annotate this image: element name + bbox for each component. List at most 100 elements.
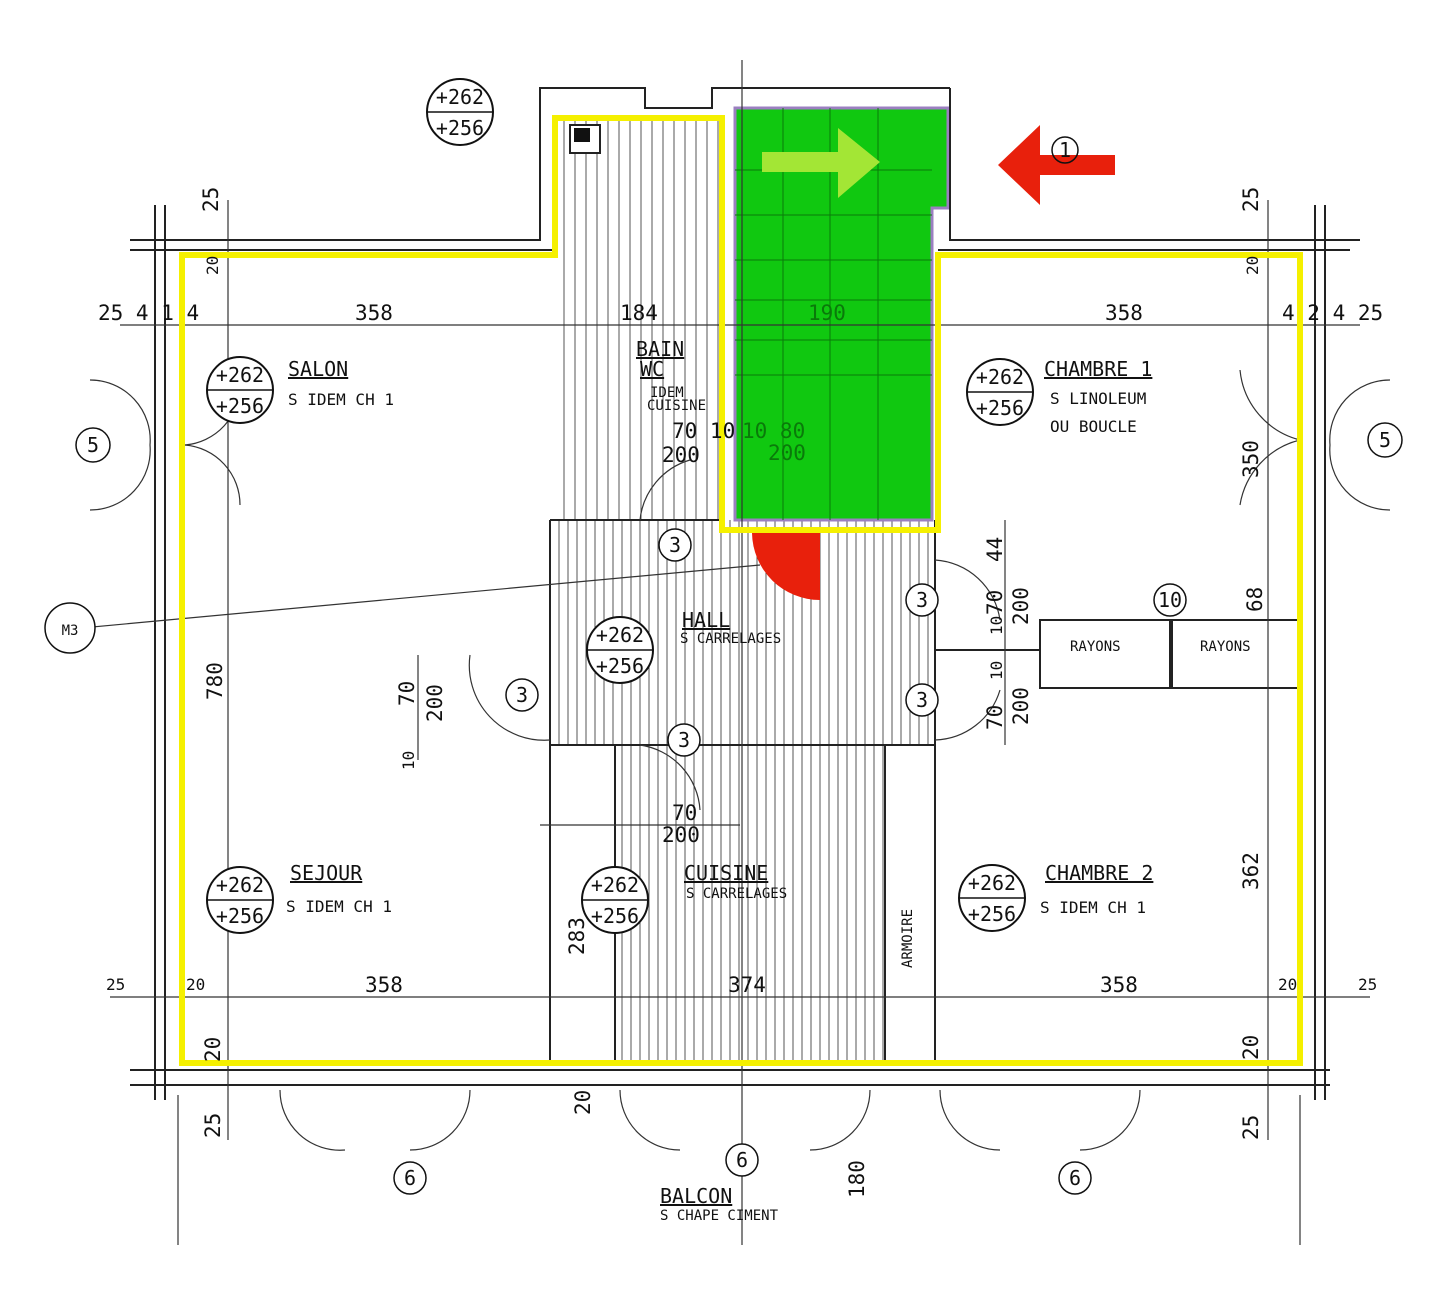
armoire-label: ARMOIRE <box>900 909 916 968</box>
floor-hatching <box>558 118 929 1065</box>
marker-label: 3 <box>669 533 681 557</box>
room-name-chambre1: CHAMBRE 1 <box>1044 357 1152 381</box>
dim-bath-door-h: 200 <box>662 443 700 467</box>
dim-bl-v25: 25 <box>201 1113 225 1138</box>
marker-6: 6 <box>725 1143 759 1177</box>
dim-hall-b-200: 200 <box>662 823 700 847</box>
dim-bl-20: 20 <box>186 975 205 994</box>
level-badge: +262+256 <box>958 864 1026 932</box>
dim-180: 180 <box>845 1160 869 1198</box>
dim-chambre1-height: 350 <box>1239 440 1263 478</box>
room-name-cuisine: CUISINE <box>684 861 768 885</box>
dim-top-right: 4 2 4 25 <box>1282 301 1383 325</box>
dim-hall-l-10: 10 <box>399 751 418 770</box>
dim-stair-door: 10 80 <box>742 419 805 443</box>
dim-stair-door-h: 200 <box>768 441 806 465</box>
dim-bottom-chambre: 358 <box>1100 973 1138 997</box>
dim-tr-25: 25 <box>1239 187 1263 212</box>
level-top: +262 <box>216 363 264 387</box>
dimension-labels: 25 4 1 4 358 184 190 358 4 2 4 25 780 35… <box>98 187 1383 1198</box>
balcon-floor: S CHAPE CIMENT <box>660 1208 779 1224</box>
dim-hall-l-70: 70 <box>395 681 419 706</box>
dim-10a: 10 <box>987 616 1006 635</box>
dim-bl-v20: 20 <box>201 1037 225 1062</box>
dim-44: 44 <box>983 537 1007 562</box>
dim-bl-25: 25 <box>106 975 125 994</box>
room-floor2-chambre1: OU BOUCLE <box>1050 417 1137 436</box>
marker-label: 5 <box>1379 428 1391 452</box>
marker-label: 3 <box>916 688 928 712</box>
dim-200b: 200 <box>1009 687 1033 725</box>
walls <box>130 87 1360 1100</box>
dimension-lines <box>59 60 1391 1245</box>
marker-label: M3 <box>62 623 79 639</box>
dim-bottom-cuisine: 374 <box>728 973 766 997</box>
marker-label: 6 <box>1069 1166 1081 1190</box>
marker-3: 3 <box>505 678 539 712</box>
room-name-sejour: SEJOUR <box>290 861 363 885</box>
marker-3: 3 <box>905 683 939 717</box>
level-top: +262 <box>976 365 1024 389</box>
marker-label: 5 <box>87 433 99 457</box>
room-floor-chambre1: S LINOLEUM <box>1050 389 1146 408</box>
dim-hall-l-200: 200 <box>423 684 447 722</box>
dim-br-20: 20 <box>1278 975 1297 994</box>
dim-283: 283 <box>565 917 589 955</box>
marker-label: 6 <box>736 1148 748 1172</box>
level-badge: +262 +256 <box>206 866 274 934</box>
level-bottom: +256 <box>591 904 639 928</box>
area-outline <box>179 115 1303 1066</box>
marker-label: 10 <box>1158 588 1182 612</box>
room-floor-chambre2: S IDEM CH 1 <box>1040 898 1146 917</box>
reference-markers: 1 5 5 3 3 3 3 3 10 6 6 6 M3 <box>44 136 1403 1195</box>
dim-70a: 70 <box>983 590 1007 615</box>
room-floor-salon: S IDEM CH 1 <box>288 390 394 409</box>
room-name-bain: BAIN <box>636 337 684 361</box>
marker-1: 1 <box>1051 136 1079 164</box>
dim-tl-25: 25 <box>199 187 223 212</box>
level-badges: +262 +256 +262 +256 +262 +256 +262 +256 +262 +256… <box>206 78 1034 934</box>
rayons-label-2: RAYONS <box>1200 639 1251 655</box>
marker-5: 5 <box>75 427 111 463</box>
level-badge: +262 +256 <box>581 866 649 934</box>
dim-chambre1-width: 358 <box>1105 301 1143 325</box>
dim-bottom-salon: 358 <box>365 973 403 997</box>
door-highlight <box>752 533 820 600</box>
dim-chambre2-height: 362 <box>1239 852 1263 890</box>
marker-3: 3 <box>658 528 692 562</box>
level-badge: +262+256 <box>966 358 1034 426</box>
stair-steps <box>735 108 932 520</box>
room-floor-sejour: S IDEM CH 1 <box>286 897 392 916</box>
marker-3: 3 <box>667 723 701 757</box>
level-top: +262 <box>591 873 639 897</box>
dim-10b: 10 <box>987 661 1006 680</box>
marker-3: 3 <box>905 583 939 617</box>
marker-M3: M3 <box>44 602 96 654</box>
dim-left-height: 780 <box>203 662 227 700</box>
level-top: +262 <box>436 85 484 109</box>
level-badge: +262+256 <box>586 616 654 684</box>
dim-bath-door: 70 10 <box>672 419 735 443</box>
marker-6: 6 <box>393 1161 427 1195</box>
room-labels: SALON S IDEM CH 1 CHAMBRE 1 S LINOLEUM O… <box>286 337 1251 1224</box>
dim-salon-width: 358 <box>355 301 393 325</box>
marker-label: 3 <box>916 588 928 612</box>
stair-highlight <box>733 106 950 522</box>
dim-hall-b-70: 70 <box>672 801 697 825</box>
marker-6: 6 <box>1058 1161 1092 1195</box>
level-bottom: +256 <box>968 902 1016 926</box>
room-name-wc: WC <box>640 357 664 381</box>
room-name-chambre2: CHAMBRE 2 <box>1045 861 1153 885</box>
balcon-label: BALCON <box>660 1184 732 1208</box>
dim-bain-width: 184 <box>620 301 658 325</box>
room-name-salon: SALON <box>288 357 348 381</box>
level-bottom: +256 <box>596 654 644 678</box>
level-bottom: +256 <box>216 904 264 928</box>
dim-70b: 70 <box>983 705 1007 730</box>
level-bottom: +256 <box>436 116 484 140</box>
level-top: +262 <box>216 873 264 897</box>
dim-200a: 200 <box>1009 587 1033 625</box>
dim-tr-20: 20 <box>1243 256 1262 275</box>
level-badge: +262 +256 <box>426 78 494 146</box>
marker-label: 6 <box>404 1166 416 1190</box>
